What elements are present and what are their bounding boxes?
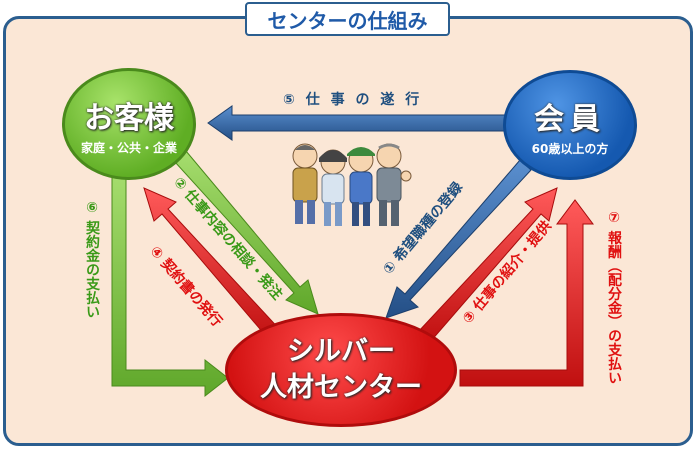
node-member: 会員 60歳以上の方 [503,70,637,180]
diagram-title: センターの仕組み [267,8,428,33]
arrow-2-consult-order [174,150,319,315]
node-center-line2: 人材センター [260,372,422,403]
arrow-7-pay-reward [459,199,594,387]
diagram-title-box: センターの仕組み [245,2,450,36]
arrow-5-perform-work [207,105,506,141]
node-member-name: 会員 [534,101,606,137]
label-flow-7: ⑦ 報酬（配分金）の支払い [606,210,622,385]
label-flow-5: ⑤ 仕 事 の 遂 行 [283,92,423,108]
worker-group-icon [292,143,412,226]
node-customer-sub: 家庭・公共・企業 [80,140,177,155]
node-center-line1: シルバー [287,336,395,367]
arrow-3-introduce-work [417,187,558,343]
node-customer: お客様 家庭・公共・企業 [62,68,196,180]
node-member-sub: 60歳以上の方 [531,141,609,156]
node-customer-name: お客様 [84,100,174,136]
arrow-4-issue-contract [143,187,283,343]
arrow-1-register [385,159,532,319]
node-center: シルバー 人材センター [225,313,457,427]
arrow-6-pay-contract [111,171,229,398]
label-flow-6: ⑥ 契約金の支払い [84,200,100,319]
